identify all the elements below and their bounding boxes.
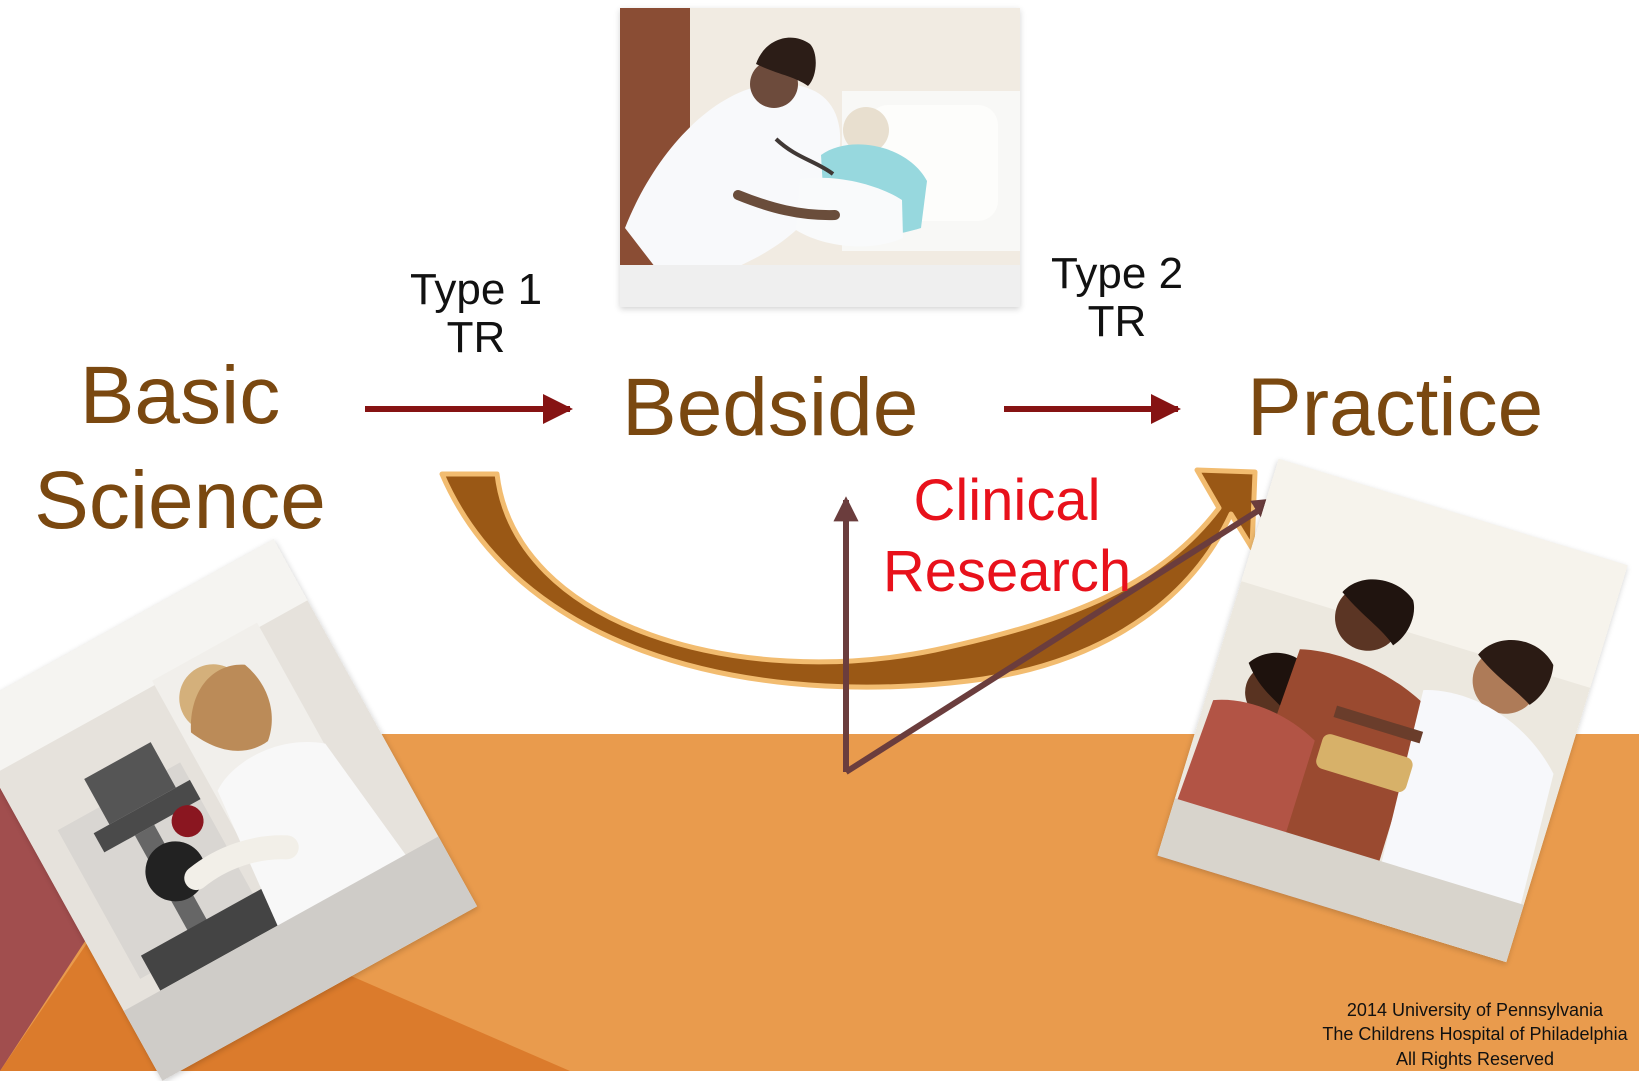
- type1-line-2: TR: [446, 312, 506, 362]
- family-clinic-photo: [1157, 458, 1628, 963]
- copyright-line-3: All Rights Reserved: [1395, 1048, 1555, 1069]
- microscope-photo: [0, 539, 478, 1081]
- type2-line-2: TR: [1087, 296, 1147, 346]
- type2-transition-label: Type 2 TR: [1022, 250, 1212, 345]
- basic-science-line-2: Science: [34, 454, 326, 546]
- clinical-line-2: Research: [882, 538, 1132, 604]
- sweep-arrow: [439, 467, 1258, 690]
- copyright-footer: 2014 University of Pennsylvania The Chil…: [1265, 998, 1639, 1071]
- bedside-care-photo: [620, 8, 1020, 307]
- bedside-care-photo-svg: [620, 8, 1020, 307]
- copyright-line-2: The Childrens Hospital of Philadelphia: [1322, 1024, 1628, 1045]
- bedside-label: Bedside: [622, 362, 919, 453]
- type1-line-1: Type 1: [409, 265, 543, 314]
- clinical-arrow-diagonal: [844, 497, 1279, 775]
- basic-science-line-1: Basic: [79, 350, 281, 441]
- microscope-photo-svg: [0, 539, 478, 1081]
- type1-transition-label: Type 1 TR: [386, 266, 566, 361]
- basic-science-label: Basic Science: [0, 344, 360, 554]
- family-clinic-photo-svg: [1157, 458, 1628, 963]
- clinical-line-1: Clinical: [913, 468, 1101, 533]
- clinical-research-label: Clinical Research: [872, 466, 1142, 608]
- copyright-line-1: 2014 University of Pennsylvania: [1346, 1000, 1604, 1020]
- type2-line-1: Type 2: [1050, 249, 1184, 298]
- practice-label: Practice: [1247, 362, 1544, 453]
